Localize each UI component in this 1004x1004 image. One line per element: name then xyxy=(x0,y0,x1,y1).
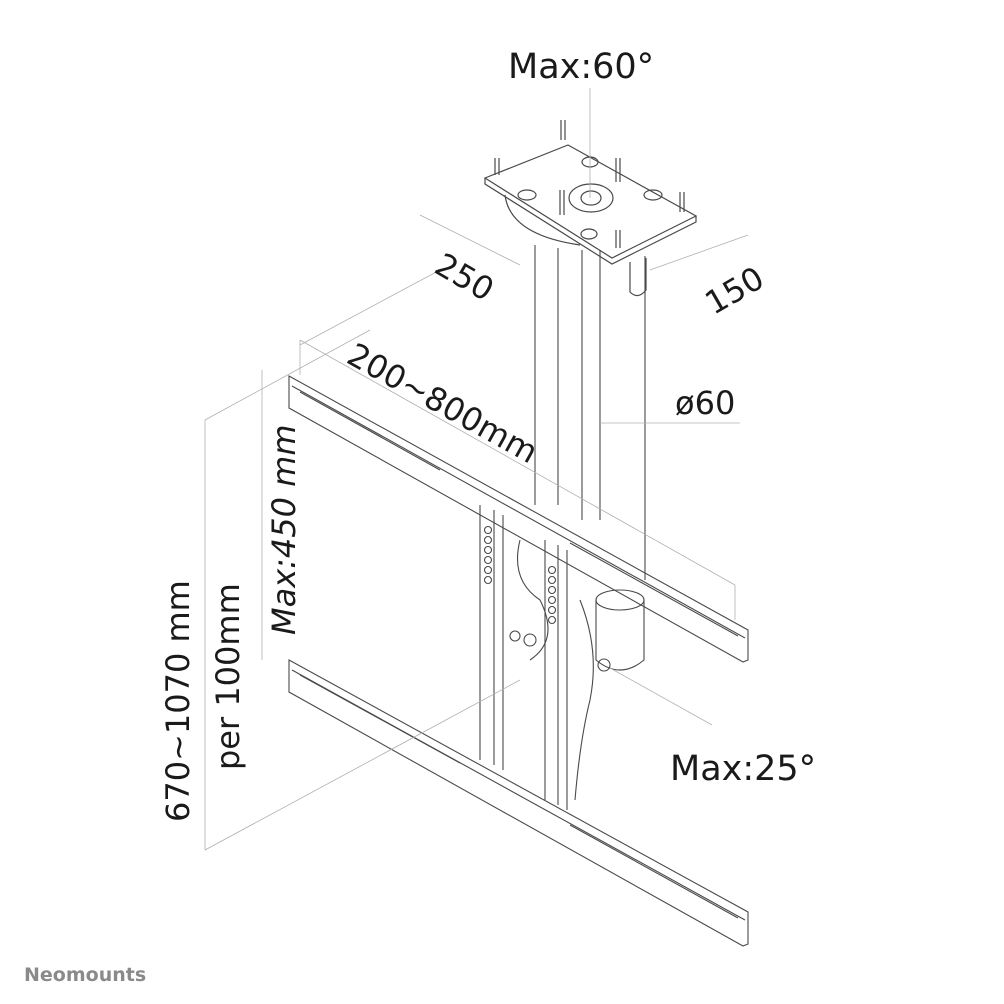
height-range-label: 670~1070 mm xyxy=(159,580,197,822)
tilt-bottom-label: Max:25° xyxy=(670,749,817,789)
tilt-top-label: Max:60° xyxy=(508,47,655,87)
pole xyxy=(534,245,646,580)
ceiling-plate xyxy=(483,120,698,297)
dimension-lines xyxy=(204,88,749,851)
brand-logo: Neomounts xyxy=(24,964,147,986)
pole-diameter-label: ø60 xyxy=(675,384,736,422)
vesa-height-label: Max:450 mm xyxy=(265,424,303,635)
vesa-rails xyxy=(288,375,749,947)
height-step-label: per 100mm xyxy=(209,583,247,770)
